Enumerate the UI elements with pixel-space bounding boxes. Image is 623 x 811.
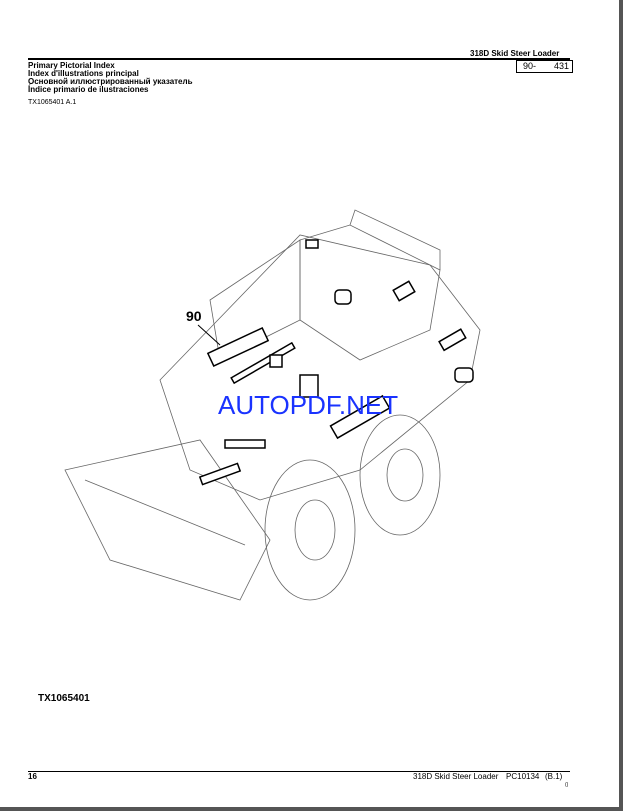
title-en: Primary Pictorial Index xyxy=(28,61,115,70)
callout-label: 90 xyxy=(186,308,202,324)
title-fr: Index d'illustrations principal xyxy=(28,69,139,78)
footer-mark: () xyxy=(565,782,569,788)
reference-box: 90- 431 xyxy=(516,60,573,73)
figure-id: TX1065401 xyxy=(38,693,90,704)
ref-left: 90- xyxy=(523,61,537,71)
title-es: Índice primario de ilustraciones xyxy=(28,85,149,94)
footer-rule xyxy=(28,771,570,772)
footer-page-number: 16 xyxy=(28,772,37,781)
watermark: AUTOPDF.NET xyxy=(218,390,399,420)
footer-model: 318D Skid Steer Loader xyxy=(413,772,499,781)
ref-right: 431 xyxy=(553,61,569,71)
title-ru: Основной иллюстрированный указатель xyxy=(28,77,193,86)
header-rule xyxy=(28,58,570,60)
footer-revision: (B.1) xyxy=(545,772,563,781)
footer-publication: PC10134 xyxy=(506,772,540,781)
header-model: 318D Skid Steer Loader xyxy=(470,49,560,58)
figure-reference: TX1065401 A.1 xyxy=(28,99,77,106)
